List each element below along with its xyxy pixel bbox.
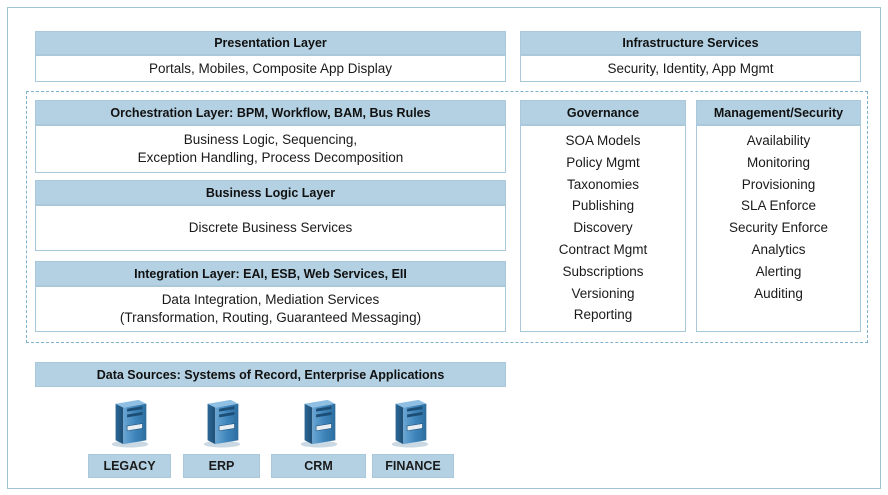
management-item: SLA Enforce bbox=[740, 198, 817, 214]
integration-layer-header: Integration Layer: EAI, ESB, Web Service… bbox=[35, 261, 506, 286]
governance-item: SOA Models bbox=[565, 133, 641, 148]
management-item: Availability bbox=[746, 133, 811, 148]
server-icon bbox=[203, 399, 241, 448]
integration-layer-title: Integration Layer: EAI, ESB, Web Service… bbox=[134, 266, 407, 281]
orchestration-layer-title: Orchestration Layer: BPM, Workflow, BAM,… bbox=[110, 105, 431, 120]
infrastructure-services-title: Infrastructure Services bbox=[622, 36, 759, 50]
integration-line-2: (Transformation, Routing, Guaranteed Mes… bbox=[119, 310, 422, 325]
presentation-layer-text: Portals, Mobiles, Composite App Display bbox=[148, 60, 393, 76]
integration-line-1: Data Integration, Mediation Services bbox=[161, 292, 380, 307]
server-label-crm: CRM bbox=[271, 454, 366, 478]
infrastructure-services-header: Infrastructure Services bbox=[520, 31, 861, 55]
governance-title: Governance bbox=[566, 105, 640, 120]
management-security-body bbox=[696, 125, 861, 332]
governance-item: Publishing bbox=[571, 198, 635, 214]
governance-item: Discovery bbox=[573, 220, 633, 236]
presentation-layer-body: Portals, Mobiles, Composite App Display bbox=[35, 55, 506, 82]
server-icon bbox=[391, 399, 429, 448]
management-security-title: Management/Security bbox=[713, 105, 844, 120]
governance-item: Policy Mgmt bbox=[566, 154, 640, 170]
integration-layer-body: Data Integration, Mediation Services (Tr… bbox=[35, 286, 506, 332]
infrastructure-services-body: Security, Identity, App Mgmt bbox=[520, 55, 861, 82]
orchestration-layer-body: Business Logic, Sequencing, Exception Ha… bbox=[35, 125, 506, 173]
server-label-erp: ERP bbox=[183, 454, 260, 478]
server-label-finance: FINANCE bbox=[372, 454, 454, 478]
business-logic-layer-body: Discrete Business Services bbox=[35, 205, 506, 251]
management-item: Analytics bbox=[751, 241, 806, 257]
presentation-layer-title: Presentation Layer bbox=[214, 36, 327, 50]
governance-item: Subscriptions bbox=[562, 263, 644, 279]
server-icon bbox=[111, 399, 149, 448]
presentation-layer-header: Presentation Layer bbox=[35, 31, 506, 55]
server-label-legacy: LEGACY bbox=[88, 454, 171, 478]
middleware-group-boundary bbox=[26, 91, 868, 343]
infrastructure-services-text: Security, Identity, App Mgmt bbox=[607, 60, 774, 76]
governance-item: Reporting bbox=[573, 307, 633, 323]
governance-body bbox=[520, 125, 686, 332]
orchestration-line-2: Exception Handling, Process Decompositio… bbox=[137, 150, 404, 165]
management-item: Monitoring bbox=[746, 154, 811, 170]
governance-header: Governance bbox=[520, 100, 686, 125]
management-item: Security Enforce bbox=[728, 220, 829, 236]
orchestration-line-1: Business Logic, Sequencing, bbox=[183, 132, 358, 147]
business-logic-text: Discrete Business Services bbox=[188, 220, 353, 235]
management-security-header: Management/Security bbox=[696, 100, 861, 125]
orchestration-layer-header: Orchestration Layer: BPM, Workflow, BAM,… bbox=[35, 100, 506, 125]
management-item: Auditing bbox=[754, 285, 803, 301]
business-logic-layer-header: Business Logic Layer bbox=[35, 180, 506, 205]
data-sources-title: Data Sources: Systems of Record, Enterpr… bbox=[96, 367, 445, 382]
governance-item: Taxonomies bbox=[566, 176, 640, 192]
server-icon bbox=[300, 399, 338, 448]
management-item: Alerting bbox=[755, 263, 802, 279]
governance-item: Versioning bbox=[571, 285, 635, 301]
management-item: Provisioning bbox=[741, 176, 816, 192]
governance-item: Contract Mgmt bbox=[558, 241, 648, 257]
business-logic-layer-title: Business Logic Layer bbox=[205, 185, 336, 200]
data-sources-header: Data Sources: Systems of Record, Enterpr… bbox=[35, 362, 506, 387]
